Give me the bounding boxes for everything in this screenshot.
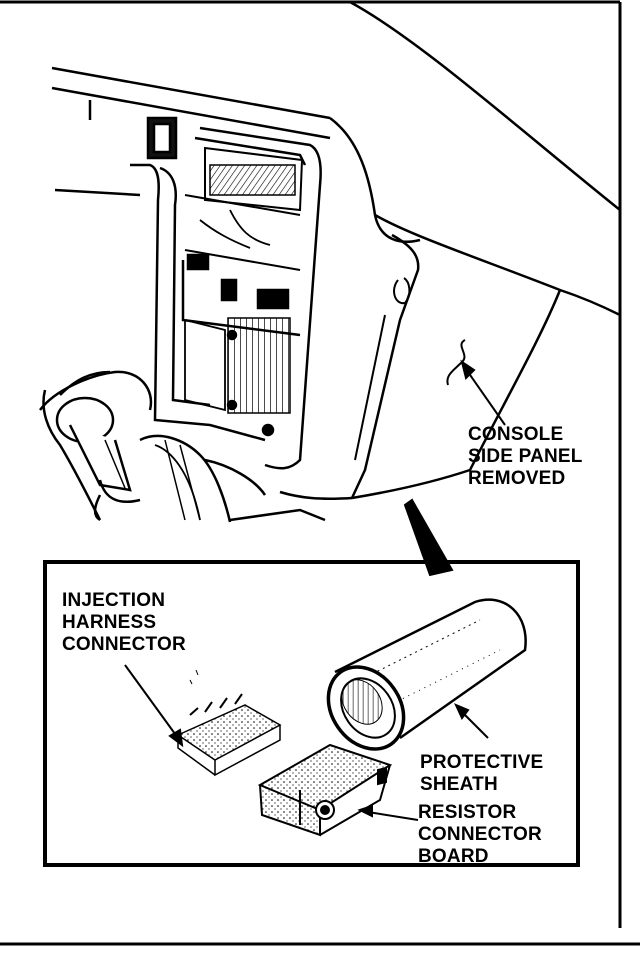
- protective-sheath-drawing: [326, 598, 527, 751]
- console-side-panel-label: CONSOLE SIDE PANEL REMOVED: [468, 424, 583, 489]
- injection-harness-connector-label: INJECTION HARNESS CONNECTOR: [62, 590, 186, 655]
- callout-arrows: [124, 359, 506, 821]
- inset-frame: [43, 560, 580, 867]
- console-body: [51, 0, 621, 500]
- resistor-connector-board-label: RESISTOR CONNECTOR BOARD: [418, 802, 542, 867]
- resistor-connector-board-drawing: [257, 743, 393, 837]
- protective-sheath-label: PROTECTIVE SHEATH: [420, 752, 544, 795]
- gear-shifter: [39, 370, 326, 523]
- injection-harness-connector-drawing: [176, 669, 282, 777]
- console-trim: [130, 116, 322, 470]
